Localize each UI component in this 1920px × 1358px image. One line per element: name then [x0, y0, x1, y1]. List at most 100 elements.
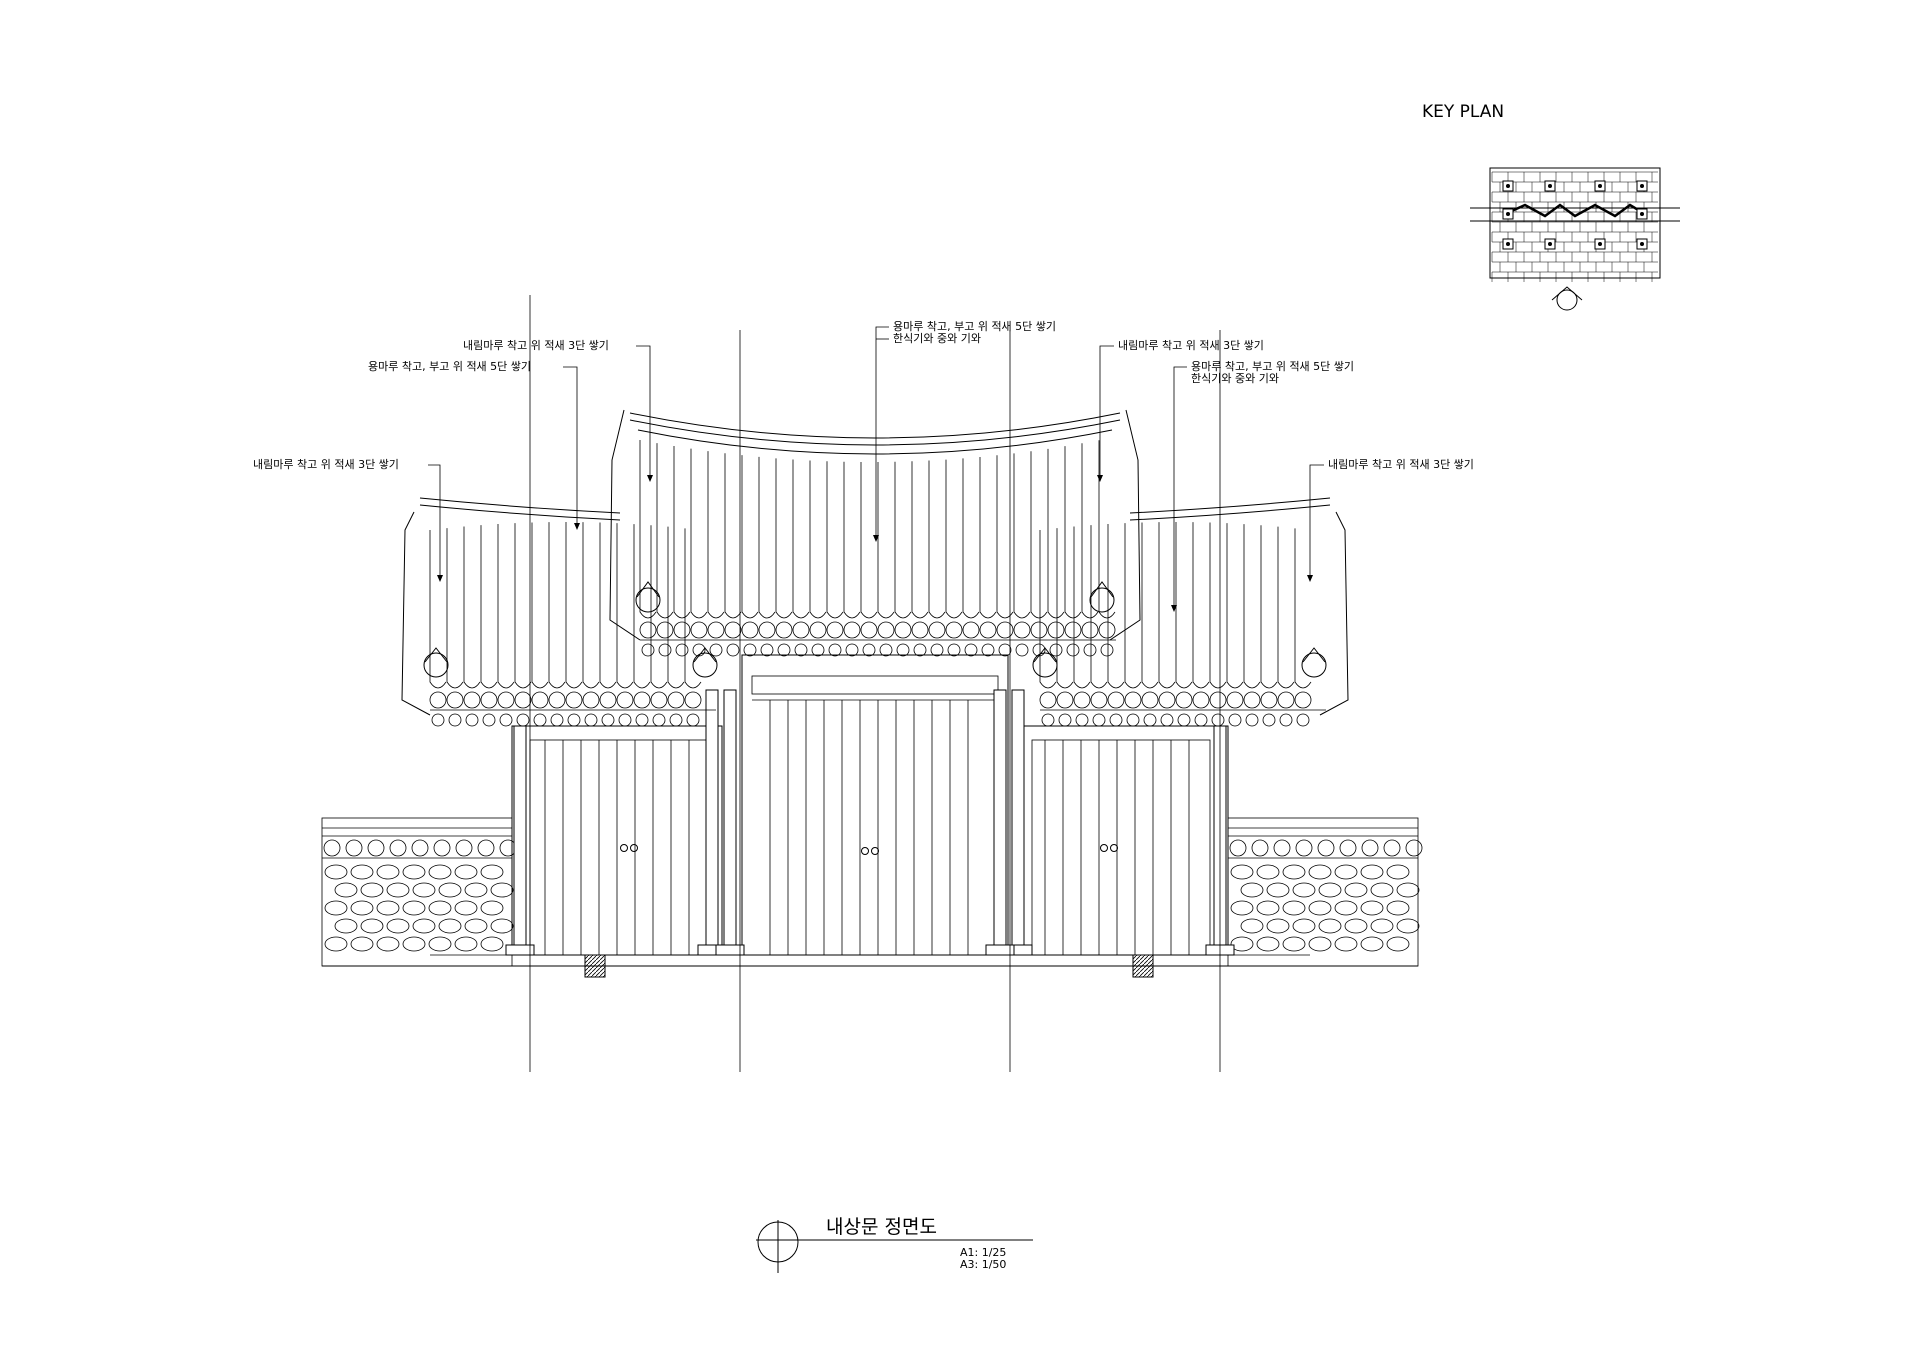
roof-tile-row	[741, 455, 759, 619]
eave-tile-end	[1209, 691, 1227, 709]
key-plan-brick-hatch	[1491, 171, 1658, 282]
eave-rafter-end	[726, 643, 740, 657]
wall-stone	[402, 936, 426, 952]
wall-stone	[454, 936, 478, 952]
eave-tile-end	[1056, 691, 1074, 709]
eave-tile-end	[860, 621, 878, 639]
eave-tile-end	[514, 691, 532, 709]
key-plan-column-dot	[1506, 184, 1510, 188]
wall-cap-tile	[1251, 839, 1269, 857]
wall-cap-tile	[1317, 839, 1335, 857]
key-plan-column-dot	[1506, 242, 1510, 246]
eave-tile-end	[1098, 621, 1116, 639]
eave-rafter-end	[692, 643, 706, 657]
eave-tile-end	[690, 621, 708, 639]
wall-stone	[1334, 864, 1358, 880]
eave-rafter-end	[1041, 713, 1055, 727]
annotation-text: 한식기와 중와 기와	[893, 332, 981, 345]
roof-tile-row	[673, 446, 691, 619]
roof-tile-row	[497, 523, 515, 689]
eave-tile-end	[1294, 691, 1312, 709]
eave-tile-end	[1175, 691, 1193, 709]
eave-rafter-end	[981, 643, 995, 657]
wall-stone	[1318, 918, 1342, 934]
annotation-left-main-ridge: 내림마루 착고 위 적새 3단 쌓기	[463, 339, 653, 482]
eave-rafter-end	[760, 643, 774, 657]
gate-column	[993, 689, 1007, 956]
eave-rafter-end	[516, 713, 530, 727]
wall-cap-tile	[433, 839, 451, 857]
eave-tile-end	[979, 621, 997, 639]
eave-rafter-end	[618, 713, 632, 727]
wall-stone	[1240, 882, 1264, 898]
column-grid-lines	[529, 295, 1221, 1072]
roof-tile-row	[1141, 522, 1159, 689]
roof-tile-row	[1090, 525, 1108, 689]
wall-stone	[376, 936, 400, 952]
wall-stone	[376, 900, 400, 916]
eave-tile-end	[446, 691, 464, 709]
eave-tile-end	[1243, 691, 1261, 709]
wall-stone	[350, 864, 374, 880]
wall-stone	[412, 882, 436, 898]
left-side-gate	[511, 725, 723, 956]
eave-rafter-end	[1194, 713, 1208, 727]
eave-tile-end	[1047, 621, 1065, 639]
center-main-gate	[741, 654, 1009, 956]
key-plan-wall-outline	[1489, 167, 1661, 279]
eave-rafter-end	[845, 643, 859, 657]
annotation-right-outer-ridge: 내림마루 착고 위 적새 3단 쌓기	[1307, 458, 1474, 582]
wall-cap-tile	[389, 839, 407, 857]
key-plan-column-dot	[1548, 184, 1552, 188]
title-block: 내상문 정면도 A1: 1/25 A3: 1/50	[756, 1216, 1033, 1273]
eave-tile-end	[724, 621, 742, 639]
wall-stone	[1386, 864, 1410, 880]
annotation-left-wing-ridge: 용마루 착고, 부고 위 적새 5단 쌓기	[368, 360, 580, 530]
roof-tile-row	[1047, 448, 1065, 619]
wall-stone	[1282, 900, 1306, 916]
wall-stone	[360, 882, 384, 898]
eave-rafter-end	[635, 713, 649, 727]
eave-rafter-end	[1109, 713, 1123, 727]
roof-tile-row	[514, 523, 532, 689]
key-plan-column-dot	[1598, 184, 1602, 188]
eave-rafter-end	[1228, 713, 1242, 727]
wall-cap-tile	[455, 839, 473, 857]
eave-tile-end	[741, 621, 759, 639]
center-gate-handle	[871, 847, 879, 855]
wall-stone	[1360, 900, 1384, 916]
wall-stone	[1292, 882, 1316, 898]
wall-cap-tile	[477, 839, 495, 857]
eave-rafter-end	[1100, 643, 1114, 657]
eave-tile-end	[1064, 621, 1082, 639]
eave-tile-end	[656, 621, 674, 639]
roof-tile-row	[928, 460, 946, 619]
annotation-text: 용마루 착고, 부고 위 적새 5단 쌓기	[368, 360, 531, 373]
wall-stone	[464, 918, 488, 934]
eave-rafter-end	[1160, 713, 1174, 727]
eave-tile-end	[962, 621, 980, 639]
wall-stone	[402, 864, 426, 880]
roof-tile-row	[1226, 523, 1244, 689]
eave-tile-end	[1277, 691, 1295, 709]
eave-rafter-end	[1177, 713, 1191, 727]
right-wall	[1227, 817, 1423, 967]
eave-rafter-end	[1032, 643, 1046, 657]
eave-rafter-end	[550, 713, 564, 727]
key-plan: KEY PLAN	[1422, 102, 1680, 311]
wall-stone	[1230, 900, 1254, 916]
wall-stone	[1282, 936, 1306, 952]
annotation-text: 한식기와 중와 기와	[1191, 372, 1279, 385]
roof-tile-row	[690, 448, 708, 619]
key-plan-column-dot	[1640, 212, 1644, 216]
eave-tile-end	[1141, 691, 1159, 709]
eave-rafter-end	[1143, 713, 1157, 727]
roof-tile-row	[480, 525, 498, 689]
wall-stone	[1308, 900, 1332, 916]
wall-stone	[464, 882, 488, 898]
eave-rafter-end	[1211, 713, 1225, 727]
roof-tile-row	[684, 528, 702, 689]
roof-tile-row	[1073, 526, 1091, 689]
eave-tile-end	[639, 621, 657, 639]
eave-rafter-end	[652, 713, 666, 727]
